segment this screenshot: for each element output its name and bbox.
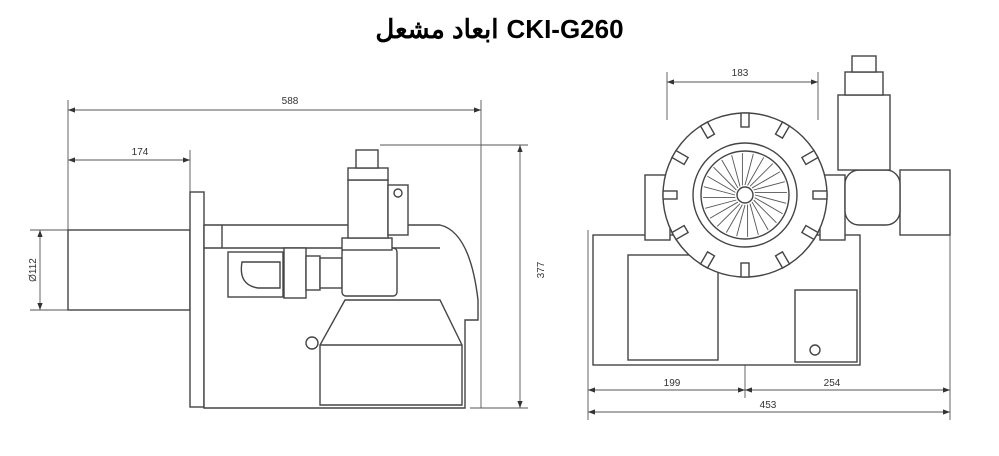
dim-588: 588: [282, 96, 299, 107]
front-view: 183 199 254 453: [587, 55, 951, 420]
side-view: 588 174 Ø112 377: [28, 96, 547, 409]
dim-377: 377: [536, 261, 547, 278]
fan-housing: [662, 112, 828, 278]
dim-453: 453: [760, 400, 777, 411]
dim-183: 183: [732, 68, 749, 79]
blast-tube: [67, 229, 191, 311]
dim-199: 199: [664, 378, 681, 389]
pressure-switch: [341, 247, 398, 297]
solenoid-valve: [347, 179, 389, 239]
gas-valve: [837, 94, 891, 171]
title-arabic: ابعاد مشعل: [375, 14, 499, 44]
dim-174: 174: [132, 147, 149, 158]
title-model: CKI-G260: [506, 14, 624, 44]
flange: [189, 191, 205, 408]
gas-connection: [899, 169, 951, 236]
dim-254: 254: [824, 378, 841, 389]
dim-112: Ø112: [28, 258, 39, 282]
